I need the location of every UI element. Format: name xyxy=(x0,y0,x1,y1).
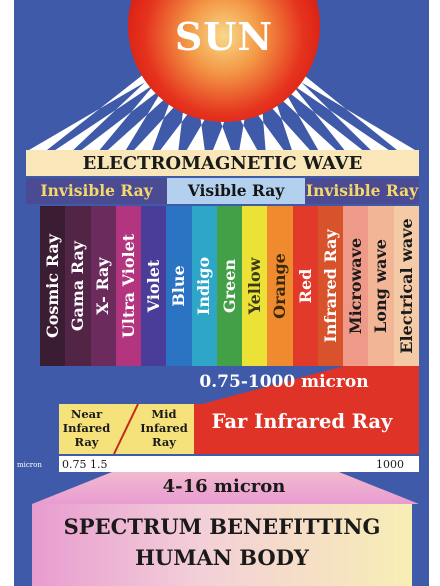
band-blue: Blue xyxy=(166,206,193,366)
infrared-range-label: 0.75-1000 micron xyxy=(199,372,369,392)
band-yellow: Yellow xyxy=(242,206,268,366)
invisible-ray-left-label: Invisible Ray xyxy=(26,178,167,204)
band-x-ray: X- Ray xyxy=(90,206,117,366)
band-long-wave: Long wave xyxy=(368,206,395,366)
band-cosmic-ray: Cosmic Ray xyxy=(40,206,66,366)
band-label: Green xyxy=(219,258,239,314)
sun-ray xyxy=(160,106,191,150)
sun-ray xyxy=(186,112,208,150)
band-ultra-violet: Ultra Violet xyxy=(115,206,142,366)
scale-tick-0.75: 0.75 xyxy=(62,458,87,471)
sun-icon xyxy=(128,0,320,122)
band-label: Long wave xyxy=(371,239,391,333)
band-label: Red xyxy=(295,268,315,304)
band-microwave: Microwave xyxy=(343,206,369,366)
band-label: Microwave xyxy=(346,237,366,335)
scale-tick-1000: 1000 xyxy=(376,458,404,471)
sun-ray xyxy=(29,71,152,150)
benefit-funnel xyxy=(32,472,419,504)
far-ir-box xyxy=(194,404,419,454)
band-gama-ray: Gama Ray xyxy=(65,206,92,366)
band-label: Infrared Ray xyxy=(320,229,340,343)
band-label: Violet xyxy=(143,259,163,313)
infrared-funnel-top xyxy=(202,366,419,404)
invisible-ray-right-label: Invisible Ray xyxy=(305,178,419,204)
band-label: Blue xyxy=(169,265,189,307)
sun-ray xyxy=(254,107,284,150)
benefit-line-2: HUMAN BODY xyxy=(135,545,309,570)
sun-ray xyxy=(278,92,337,150)
scale-unit-label: micron xyxy=(17,461,42,469)
band-label: X- Ray xyxy=(93,257,113,315)
sun-ray xyxy=(237,113,258,150)
benefit-title: SPECTRUM BENEFITTING HUMAN BODY xyxy=(32,511,412,573)
band-label: Indigo xyxy=(194,256,214,316)
band-label: Orange xyxy=(270,253,290,319)
benefit-line-1: SPECTRUM BENEFITTING xyxy=(63,514,381,539)
band-violet: Violet xyxy=(141,206,167,366)
band-electrical-wave: Electrical wave xyxy=(393,206,420,366)
band-infrared-ray: Infrared Ray xyxy=(317,206,344,366)
band-orange: Orange xyxy=(267,206,294,366)
sun-ray xyxy=(268,99,310,150)
sun-ray xyxy=(296,72,415,150)
sun-ray xyxy=(134,98,178,150)
band-label: Gama Ray xyxy=(68,240,88,332)
poster: SUN ELECTROMAGNETIC WAVE Invisible Ray V… xyxy=(14,0,429,586)
sun-title: SUN xyxy=(174,14,274,59)
visible-ray-label: Visible Ray xyxy=(167,178,305,204)
band-label: Electrical wave xyxy=(396,218,416,354)
band-label: Yellow xyxy=(245,257,264,315)
band-label: Cosmic Ray xyxy=(42,233,62,339)
micron-scale-bar xyxy=(59,456,419,472)
electromagnetic-wave-header: ELECTROMAGNETIC WAVE xyxy=(26,150,419,176)
far-infrared-label: Far Infrared Ray xyxy=(211,410,393,433)
sun-ray xyxy=(213,115,231,150)
sun-ray xyxy=(107,90,168,150)
background-graphics xyxy=(29,0,419,504)
sun-ray xyxy=(292,78,389,150)
benefit-panel xyxy=(32,504,412,586)
benefit-range-label: 4-16 micron xyxy=(162,476,286,497)
band-label: Ultra Violet xyxy=(118,233,138,339)
scale-tick-1.5: 1.5 xyxy=(90,458,108,471)
band-red: Red xyxy=(292,206,319,366)
sun-ray xyxy=(55,77,156,150)
band-green: Green xyxy=(216,206,243,366)
near-mid-divider xyxy=(113,403,139,455)
sun-ray xyxy=(81,83,161,150)
near-ir-box xyxy=(59,404,114,454)
band-indigo: Indigo xyxy=(191,206,218,366)
